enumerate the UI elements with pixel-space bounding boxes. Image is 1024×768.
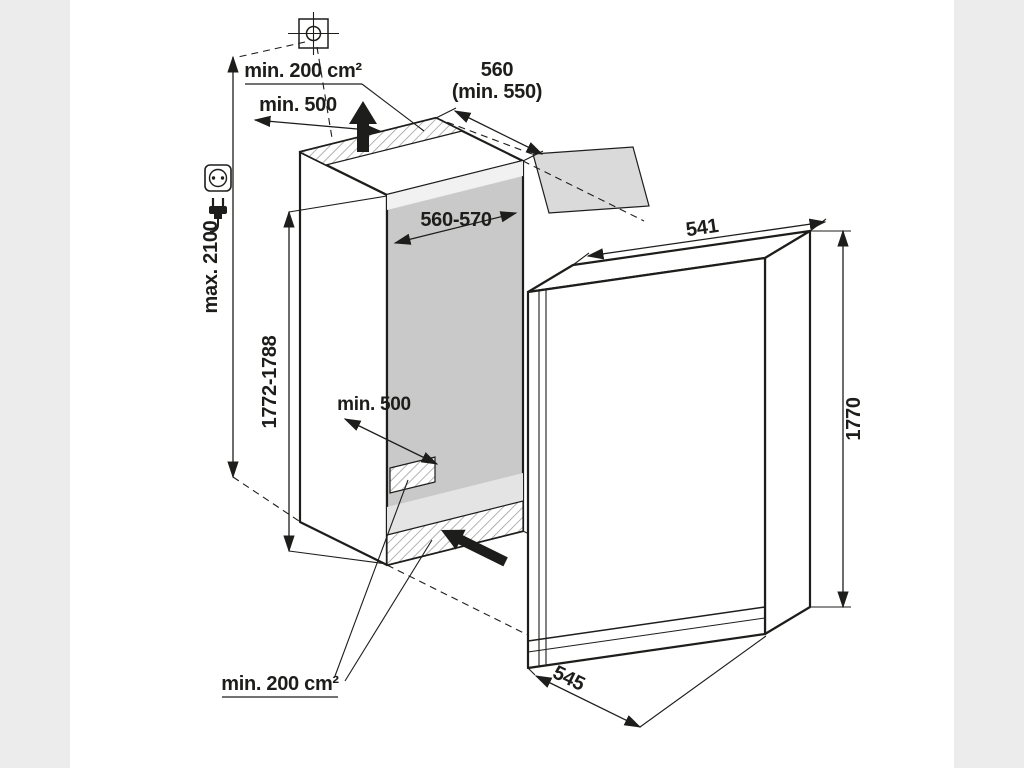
dimension-niche-depth: 560 (min. 550) (435, 59, 544, 162)
power-socket-icon (204, 164, 232, 192)
top-clearance-label: min. 500 (259, 94, 337, 116)
power-plug-icon (209, 198, 227, 233)
top-vent-label: min. 200 cm² (244, 60, 362, 82)
appliance-front-face (526, 256, 767, 670)
base-clearance-label: min. 500 (337, 394, 411, 415)
bottom-vent-label: min. 200 cm² (221, 673, 339, 695)
label-top-vent-area: min. 200 cm² (244, 60, 425, 132)
dimension-base-clearance: min. 500 (337, 394, 439, 465)
dimension-ceiling-height: max. 2100 (200, 55, 239, 479)
niche-height-label: 1772-1788 (259, 335, 281, 428)
niche-depth-label: 560 (481, 59, 514, 81)
alignment-crosshair-icon (288, 12, 339, 55)
furniture-top-panel (532, 146, 650, 214)
dimension-niche-height: 1772-1788 (259, 195, 388, 565)
dimension-niche-width: 560-570 (393, 209, 518, 245)
plinth-line (527, 617, 766, 653)
niche-left-face (298, 150, 389, 567)
appliance-width-label: 541 (684, 215, 719, 241)
airflow-intake-arrow-icon (441, 529, 508, 567)
dimension-appliance-width: 541 (572, 215, 827, 266)
label-bottom-vent-area: min. 200 cm² (221, 479, 433, 698)
appliance-height-label: 1770 (843, 397, 865, 440)
niche-width-label: 560-570 (420, 209, 491, 231)
niche-depth-min-label: (min. 550) (452, 81, 542, 103)
niche-interior-ceiling (387, 161, 523, 210)
niche-box (298, 116, 525, 567)
appliance-right-face (763, 229, 812, 636)
ceiling-height-label: max. 2100 (200, 220, 222, 313)
dimension-appliance-height: 1770 (810, 229, 865, 609)
plinth-line (527, 606, 766, 642)
dimension-top-clearance: min. 500 (253, 94, 382, 136)
appliance-box (526, 229, 812, 670)
